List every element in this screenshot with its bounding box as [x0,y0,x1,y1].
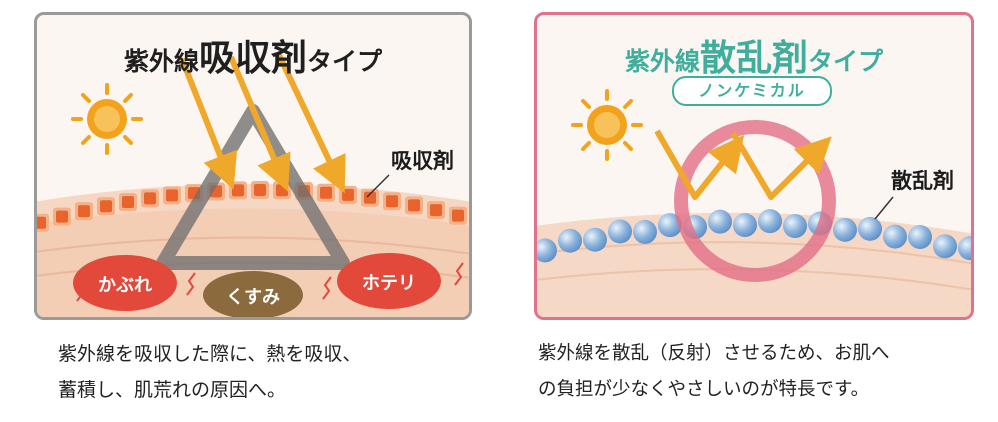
uv-arrow [276,53,346,194]
scatterer-bead [833,217,857,242]
title-prefix: 紫外線 [624,47,700,76]
scatterer-bead [758,209,782,234]
absorber-cell-core [452,209,464,222]
absorber-title: 紫外線吸収剤タイプ [37,29,469,81]
absorber-cell-core [144,192,156,205]
scatterer-bead [583,227,607,252]
absorber-cell-core [232,184,244,197]
scatterer-bead [908,225,932,250]
uv-reflect-arrow [654,129,745,200]
absorber-cell-core [100,200,112,213]
caption-line: 紫外線を吸収した際に、熱を吸収、 [58,343,362,365]
absorber-cell-core [386,195,398,208]
effect-hotflash: ホテリ [362,273,416,294]
absorber-cell-core [342,188,354,201]
scatterer-bead [537,238,557,263]
scatterer-bead [558,228,582,253]
effect-rash: かぶれ [98,275,152,296]
scatterer-bead [958,236,971,261]
absorber-cell-core [56,210,68,223]
sun-icon [571,89,643,161]
title-main: 吸収剤 [198,38,307,79]
scatterer-bead [858,216,882,241]
absorber-cell-core [78,205,90,218]
effect-blob-hotflash [337,253,441,309]
scatterer-bead [733,213,757,238]
uv-reflect-arrow [730,131,832,200]
absorber-cell-core [254,184,266,197]
title-prefix: 紫外線 [123,47,199,76]
caption-line: 紫外線を散乱（反射）させるため、お肌へ [538,343,890,364]
absorber-illustration [37,53,469,317]
highlight-ring [674,120,836,282]
scatterer-bead [933,234,957,259]
non-chemical-badge: ノンケミカル [672,76,832,106]
absorber-cell-core [364,191,376,204]
scatterer-bead [783,213,807,238]
uv-arrow [179,57,238,190]
scatterer-illustration [537,89,971,317]
caption-line: の負担が少なくやさしいのが特長です。 [538,379,870,400]
scatterer-bead [708,209,732,234]
scatterer-bead [658,213,682,238]
effect-blob-dullness [203,271,303,317]
scatterer-bead [608,219,632,244]
scatterer-label: 散乱剤 [891,169,954,193]
effect-blob-rash [73,255,177,311]
scatterer-title: 紫外線散乱剤タイプ [537,29,971,81]
title-suffix: タイプ [808,47,884,76]
scatterer-caption: 紫外線を散乱（反射）させるため、お肌へ の負担が少なくやさしいのが特長です。 [538,336,890,408]
absorber-caption: 紫外線を吸収した際に、熱を吸収、 蓄積し、肌荒れの原因へ。 [58,336,361,408]
caption-line: 蓄積し、肌荒れの原因へ。 [58,379,287,401]
title-main: 散乱剤 [699,38,808,79]
scatterer-bead [633,219,657,244]
scatterer-bead-layer [537,209,971,263]
sun-icon [71,83,143,155]
absorber-label: 吸収剤 [391,149,454,173]
absorber-cell-core [166,189,178,202]
effect-dullness: くすみ [226,287,280,308]
absorber-panel: 紫外線吸収剤タイプ 吸収剤 かぶれ くすみ ホテリ [34,12,472,320]
absorber-cell-core [408,199,420,212]
uv-arrow [228,55,291,192]
absorber-cell-core [122,195,134,208]
absorber-cell-core [320,186,332,199]
scatterer-bead [883,224,907,249]
absorber-cell-core [37,216,46,229]
scatterer-panel: 紫外線散乱剤タイプ ノンケミカル 散乱剤 [534,12,974,320]
absorber-cell-core [430,204,442,217]
title-suffix: タイプ [307,47,383,76]
absorber-cell-core [276,184,288,197]
